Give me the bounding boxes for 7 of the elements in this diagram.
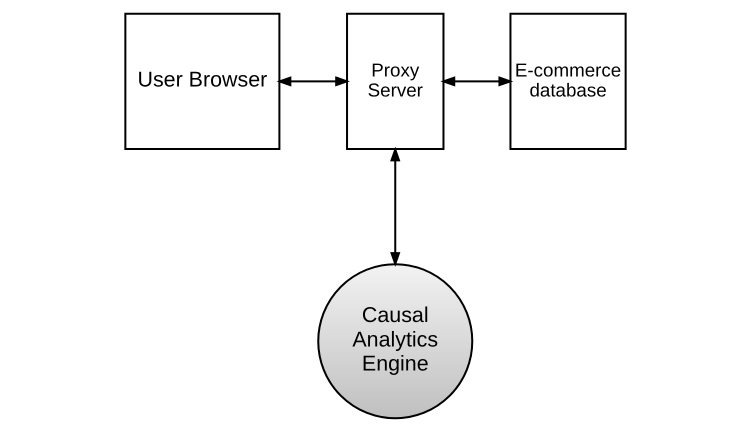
node-circle: Causal Analytics Engine	[316, 263, 473, 420]
node-box: User Browser	[124, 12, 280, 150]
node-box: Proxy Server	[346, 12, 444, 150]
arrow	[276, 76, 350, 87]
arrow	[440, 76, 513, 87]
node-box: E-commerce database	[508, 12, 626, 150]
arrow	[390, 146, 400, 267]
